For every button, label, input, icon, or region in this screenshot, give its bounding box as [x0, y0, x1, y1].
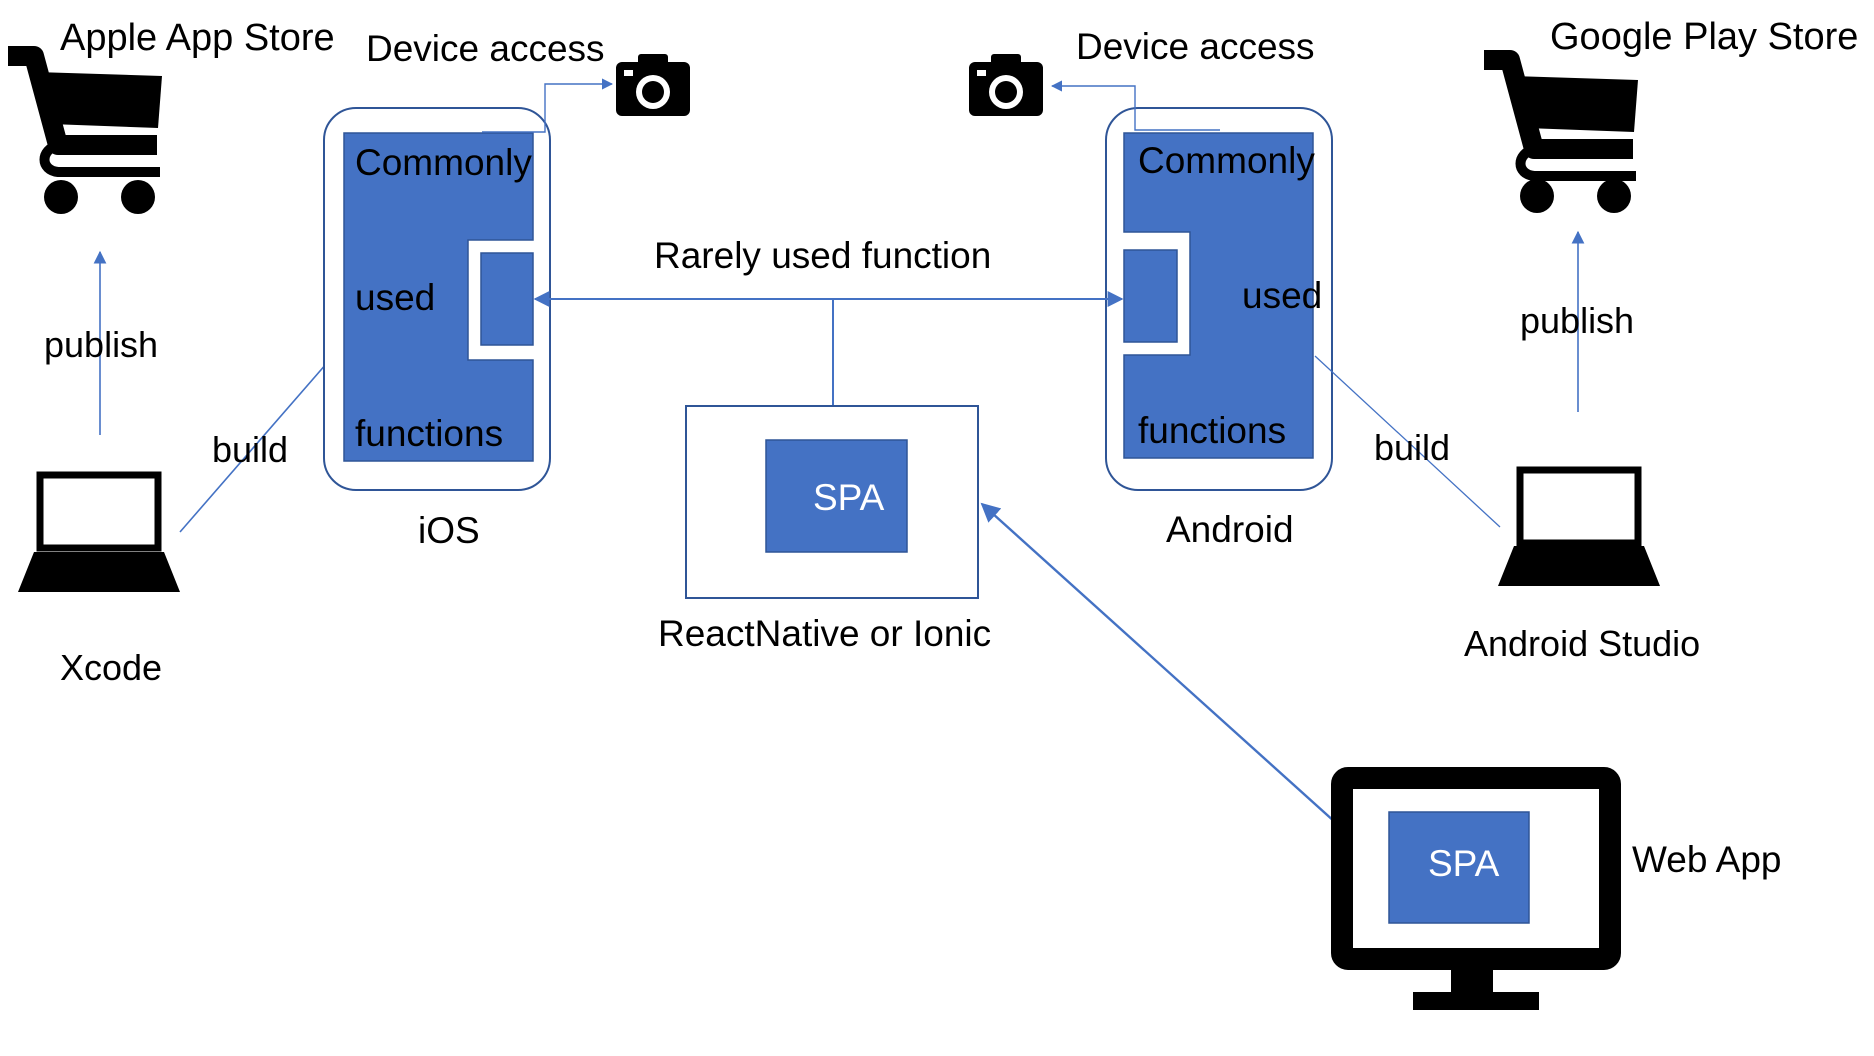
spa-web-label: SPA — [1428, 843, 1500, 884]
google-store-label: Google Play Store — [1550, 16, 1858, 58]
web-spa-arrow — [980, 502, 1387, 869]
device-access-label-right: Device access — [1076, 26, 1315, 67]
ios-rare-function-block — [480, 252, 534, 346]
react-native-label: ReactNative or Ionic — [658, 613, 991, 654]
web-app-label: Web App — [1632, 839, 1781, 880]
apple-store-label: Apple App Store — [60, 17, 335, 59]
ios-device-access-arrow — [482, 78, 614, 133]
ios-label-commonly: Commonly — [355, 142, 532, 183]
spa-web-box — [1388, 811, 1530, 924]
google-store-cart-icon — [1484, 50, 1638, 213]
device-access-label-left: Device access — [366, 28, 605, 69]
xcode-label: Xcode — [60, 647, 162, 688]
build-label-left: build — [212, 429, 288, 470]
publish-label-right: publish — [1520, 300, 1634, 341]
android-label: Android — [1166, 509, 1294, 550]
ios-label-used: used — [355, 277, 435, 318]
ios-label-functions: functions — [355, 413, 503, 454]
rarely-used-label: Rarely used function — [654, 235, 991, 276]
build-arrow-right — [1314, 355, 1501, 528]
android-label-functions: functions — [1138, 410, 1286, 451]
android-studio-laptop-icon — [1498, 466, 1660, 586]
camera-icon-right — [969, 54, 1043, 116]
build-arrow-left — [179, 347, 341, 533]
apple-store-cart-icon — [8, 46, 162, 214]
android-device-access-arrow — [1050, 80, 1220, 131]
android-label-commonly: Commonly — [1138, 140, 1315, 181]
build-label-right: build — [1374, 427, 1450, 468]
ios-screen — [343, 132, 534, 462]
publish-label-left: publish — [44, 324, 158, 365]
android-label-used: used — [1242, 275, 1322, 316]
ios-label: iOS — [418, 510, 480, 551]
camera-icon-left — [616, 54, 690, 116]
spa-center-box — [765, 439, 908, 553]
spa-center-label: SPA — [813, 477, 885, 518]
xcode-laptop-icon — [18, 471, 180, 592]
android-studio-label: Android Studio — [1464, 623, 1700, 664]
android-screen — [1123, 132, 1314, 459]
android-rare-function-block — [1123, 249, 1178, 343]
